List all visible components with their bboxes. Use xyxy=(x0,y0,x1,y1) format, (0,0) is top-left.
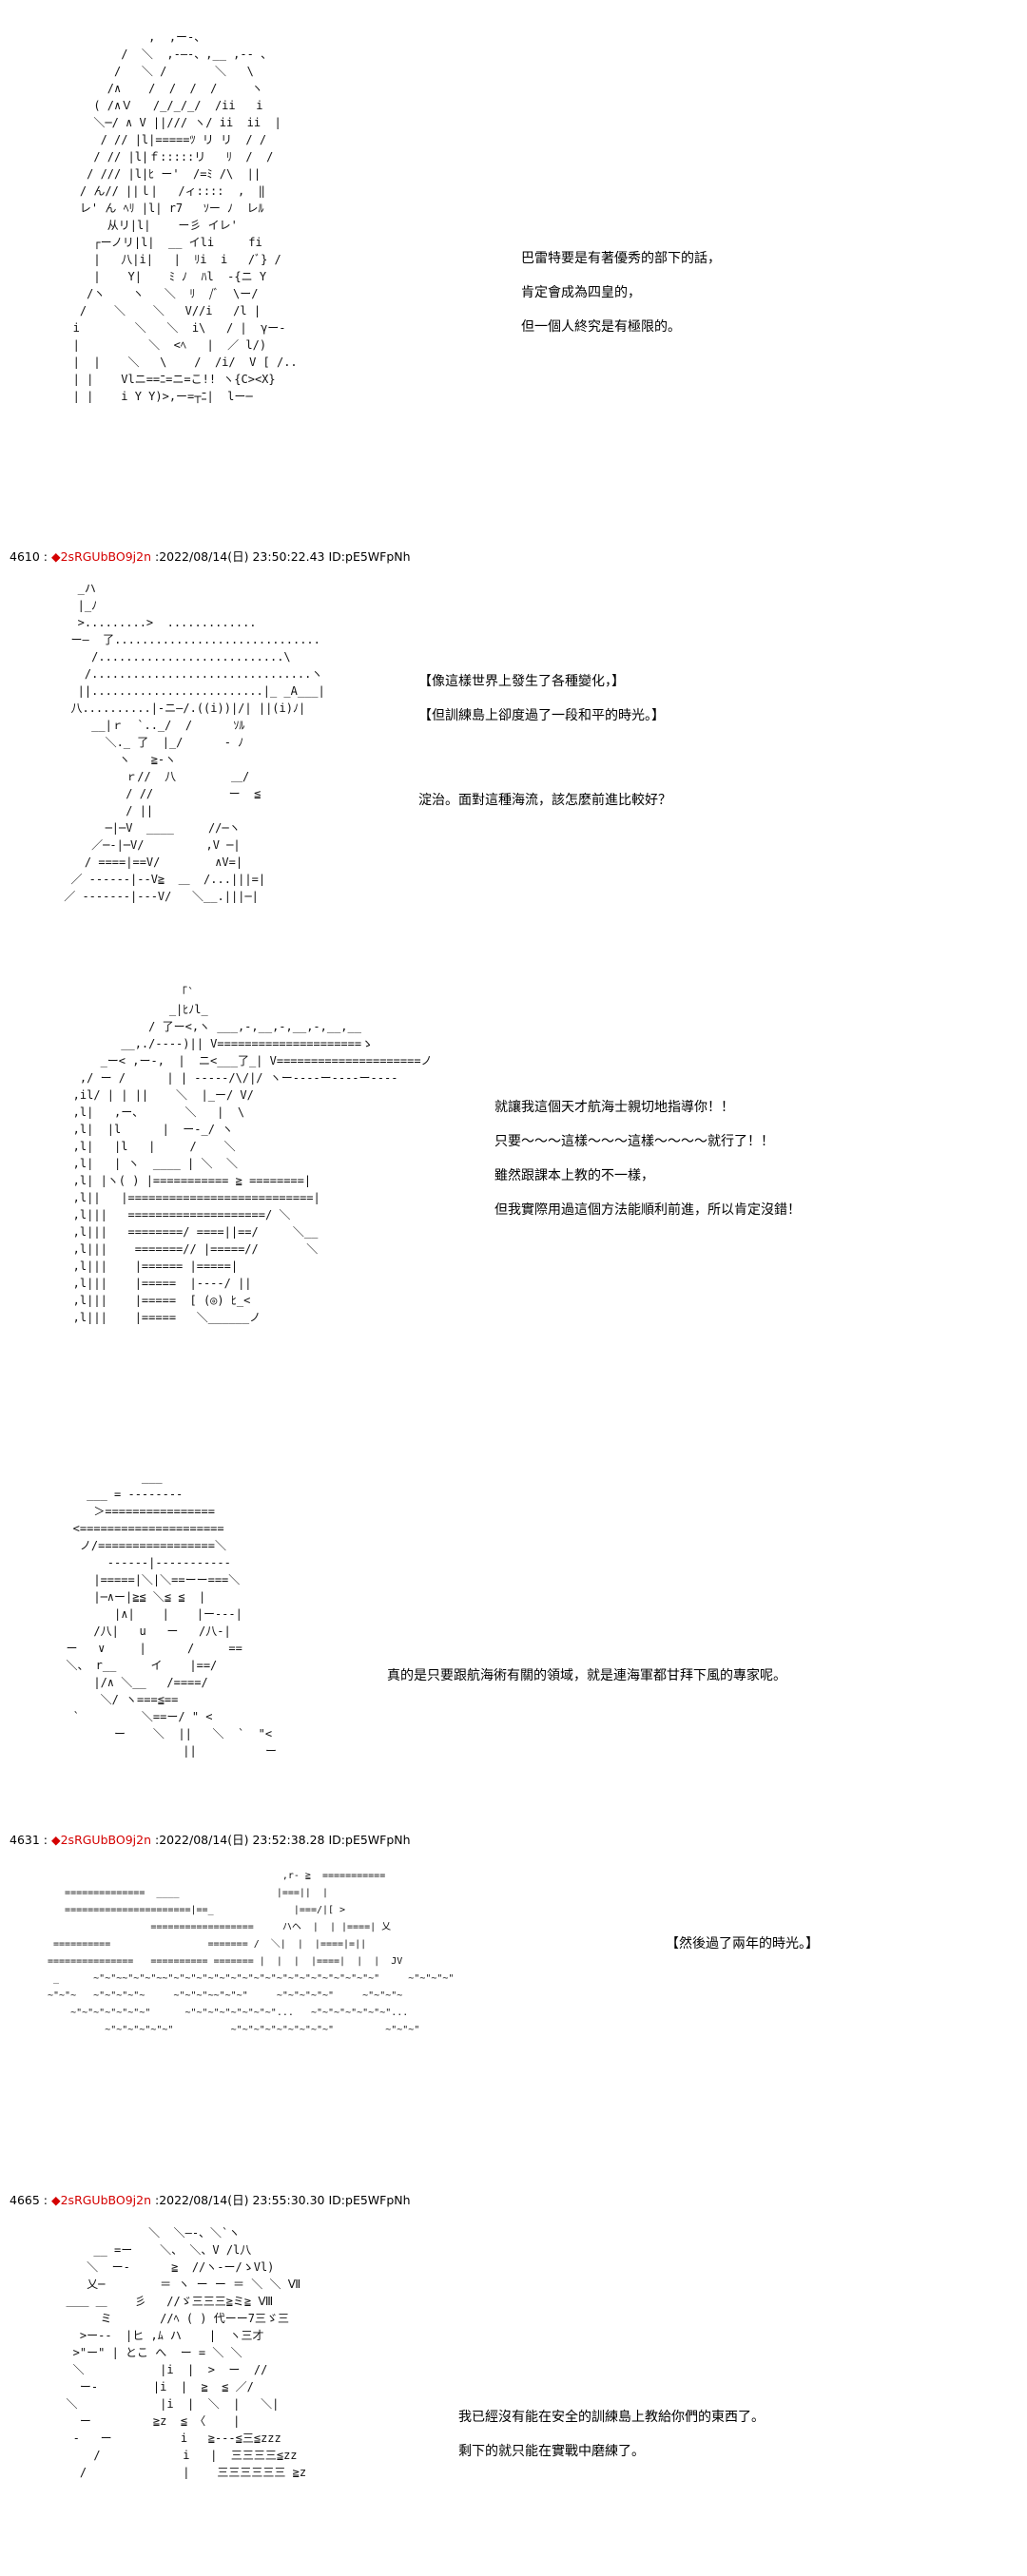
post-separator: : xyxy=(39,1833,51,1847)
post-id[interactable]: ID:pE5WFpNh xyxy=(328,549,411,564)
dialogue-line: 只要～～～這樣～～～這樣～～～～就行了！！ xyxy=(494,1134,774,1149)
dialogue-line: 【像這樣世界上發生了各種變化，】 xyxy=(418,674,625,689)
dialogue-line-5: 【然後過了兩年的時光。】 xyxy=(666,1936,819,1951)
post-date: 2022/08/14(日) 23:52:38.28 xyxy=(159,1833,325,1847)
dialogue-block-1: 巴雷特要是有著優秀的部下的話， 肯定會成為四皇的， 但一個人終究是有極限的。 xyxy=(521,250,721,353)
dialogue-line-4: 真的是只要跟航海術有關的領域，就是連海軍都甘拜下風的專家呢。 xyxy=(387,1668,786,1683)
ascii-art-seascape: ,r- ≧ =========== ============== ____ |=… xyxy=(48,1871,455,2035)
dialogue-line-2b: 淀治。面對這種海流，該怎麼前進比較好？ xyxy=(418,793,671,808)
dialogue-line: 剩下的就只能在實戰中磨練了。 xyxy=(458,2444,645,2459)
ascii-art-character-6: ＼ ＼—-、＼`ヽ __ =ー ＼、 ＼、V /l八 ＼ ー- ≧ //ヽ‐ー/… xyxy=(66,2226,307,2479)
dialogue-line: 就讓我這個天才航海士親切地指導你！！ xyxy=(494,1100,734,1115)
post-number: 4665 xyxy=(10,2193,40,2207)
post-header-4610: 4610 : ◆2sRGUbBO9j2n :2022/08/14(日) 23:5… xyxy=(10,549,411,564)
ascii-art-character-4: ___ ___ = -------- ＞================ <==… xyxy=(66,1471,277,1758)
post-number: 4610 xyxy=(10,549,40,564)
post-id[interactable]: ID:pE5WFpNh xyxy=(328,2193,411,2207)
post-header-4665: 4665 : ◆2sRGUbBO9j2n :2022/08/14(日) 23:5… xyxy=(10,2193,411,2207)
dialogue-line: 但我實際用過這個方法能順利前進，所以肯定沒錯！ xyxy=(494,1202,801,1218)
post-separator: : xyxy=(39,549,51,564)
ascii-art-character-2: _ハ |_ﾉ >.........> ............. ー― 了...… xyxy=(64,582,325,903)
post-trip[interactable]: ◆2sRGUbBO9j2n xyxy=(50,549,152,564)
post-separator: : xyxy=(39,2193,51,2207)
dialogue-block-2: 【像這樣世界上發生了各種變化，】 【但訓練島上卻度過了一段和平的時光。】 xyxy=(418,673,665,741)
dialogue-block-3: 就讓我這個天才航海士親切地指導你！！ 只要～～～這樣～～～這樣～～～～就行了！！… xyxy=(494,1099,801,1236)
dialogue-line: 巴雷特要是有著優秀的部下的話， xyxy=(521,251,721,266)
post-trip[interactable]: ◆2sRGUbBO9j2n xyxy=(50,1833,152,1847)
post-header-4631: 4631 : ◆2sRGUbBO9j2n :2022/08/14(日) 23:5… xyxy=(10,1833,411,1847)
dialogue-line: 肯定會成為四皇的， xyxy=(521,285,641,300)
post-date: 2022/08/14(日) 23:55:30.30 xyxy=(159,2193,325,2207)
dialogue-line: 【但訓練島上卻度過了一段和平的時光。】 xyxy=(418,708,665,723)
post-number: 4631 xyxy=(10,1833,40,1847)
dialogue-line: 雖然跟課本上教的不一樣， xyxy=(494,1168,654,1183)
dialogue-line: 但一個人終究是有極限的。 xyxy=(521,319,681,335)
dialogue-line: 我已經沒有能在安全的訓練島上教給你們的東西了。 xyxy=(458,2410,765,2425)
post-date: 2022/08/14(日) 23:50:22.43 xyxy=(159,549,325,564)
post-id[interactable]: ID:pE5WFpNh xyxy=(328,1833,411,1847)
ascii-art-character-1: , ,ー-、 / ＼ ,-―-、,__ ,-‐ 、 / ＼ / ＼ \ /∧ /… xyxy=(72,30,298,403)
dialogue-block-6: 我已經沒有能在安全的訓練島上教給你們的東西了。 剩下的就只能在實戰中磨練了。 xyxy=(458,2409,765,2477)
post-trip[interactable]: ◆2sRGUbBO9j2n xyxy=(50,2193,152,2207)
ascii-art-character-3: 「` _|ﾋﾉl_ / 了ー<,ヽ ___,-,__,-,__,-,__,__ … xyxy=(72,986,433,1324)
